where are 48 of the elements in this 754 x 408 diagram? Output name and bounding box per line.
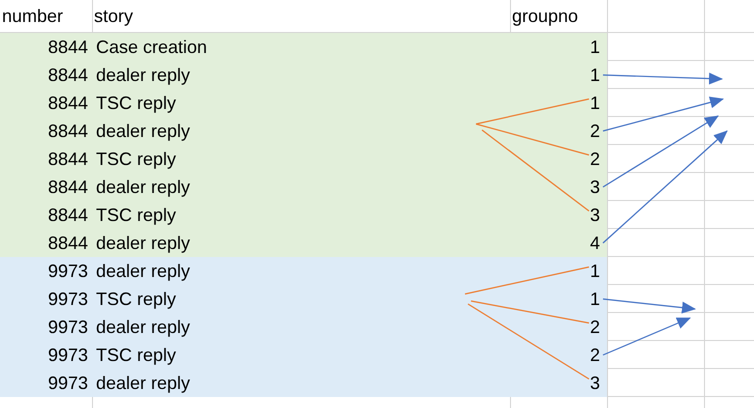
number-value: 9973 bbox=[48, 288, 88, 310]
number-value: 8844 bbox=[48, 92, 88, 114]
story-text: TSC reply bbox=[96, 344, 176, 367]
number-value: 9973 bbox=[48, 372, 88, 394]
story-text: dealer reply bbox=[96, 64, 190, 87]
arrow bbox=[602, 317, 691, 356]
group-number: 1 bbox=[590, 34, 600, 60]
story-text: TSC reply bbox=[96, 288, 176, 311]
story-text: dealer reply bbox=[96, 232, 190, 255]
group-number: 4 bbox=[590, 230, 600, 256]
number-value: 8844 bbox=[48, 232, 88, 254]
group-number: 1 bbox=[590, 286, 600, 312]
group-number: 3 bbox=[590, 174, 600, 200]
group-number: 3 bbox=[590, 370, 600, 396]
group-number: 1 bbox=[590, 90, 600, 116]
story-text: TSC reply bbox=[96, 204, 176, 227]
column-header: story bbox=[94, 5, 134, 28]
number-value: 8844 bbox=[48, 64, 88, 86]
column-header: number bbox=[2, 5, 64, 28]
number-value: 8844 bbox=[48, 148, 88, 170]
story-text: dealer reply bbox=[96, 120, 190, 143]
arrow bbox=[602, 298, 696, 314]
story-text: dealer reply bbox=[96, 176, 190, 199]
story-text: dealer reply bbox=[96, 316, 190, 339]
group-number: 1 bbox=[590, 62, 600, 88]
story-text: dealer reply bbox=[96, 372, 190, 395]
group-number: 2 bbox=[590, 314, 600, 340]
number-value: 9973 bbox=[48, 316, 88, 338]
arrow bbox=[602, 72, 723, 85]
number-value: 9973 bbox=[48, 344, 88, 366]
arrow bbox=[602, 115, 719, 188]
arrow bbox=[602, 96, 724, 132]
group-number: 2 bbox=[590, 342, 600, 368]
group-number: 2 bbox=[590, 146, 600, 172]
story-text: TSC reply bbox=[96, 92, 176, 115]
number-value: 8844 bbox=[48, 36, 88, 58]
group-number: 2 bbox=[590, 118, 600, 144]
number-value: 9973 bbox=[48, 260, 88, 282]
number-value: 8844 bbox=[48, 120, 88, 142]
story-text: Case creation bbox=[96, 36, 208, 58]
number-value: 8844 bbox=[48, 204, 88, 226]
arrow bbox=[602, 130, 728, 244]
group-number: 1 bbox=[590, 258, 600, 284]
group-number: 3 bbox=[590, 202, 600, 228]
story-text: TSC reply bbox=[96, 148, 176, 171]
number-value: 8844 bbox=[48, 176, 88, 198]
column-header: groupno bbox=[512, 5, 578, 28]
story-text: dealer reply bbox=[96, 260, 190, 283]
